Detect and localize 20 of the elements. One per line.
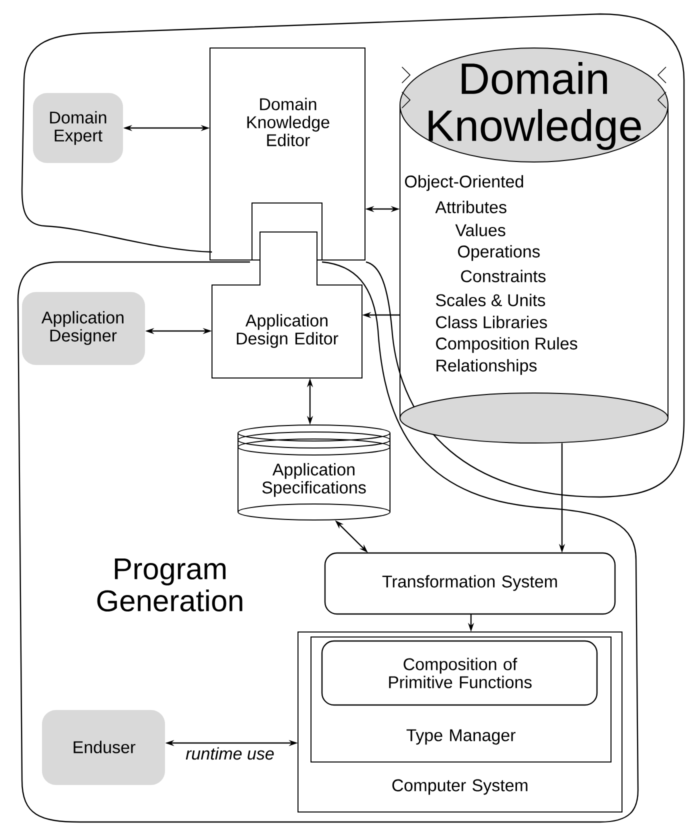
actor-box: Application Designer [22, 292, 145, 365]
node-label: Constraints [461, 270, 546, 282]
edge-label: runtime use [186, 747, 274, 760]
node-label: Attributes [435, 200, 506, 214]
node-label: Object-Oriented [405, 175, 524, 191]
editor-box: Application Design Editor [212, 232, 362, 378]
node-label: Class Libraries [436, 316, 547, 328]
node-label: Operations [458, 245, 540, 261]
node-label: Relationships [436, 359, 537, 375]
database-cylinder: Domain Knowledge Object-Oriented Attributes Values Operations Constraints Scales & Units Class Libraries Composition Rules Relationships [400, 48, 668, 444]
actor-box: Enduser [42, 710, 165, 785]
process-box: Transformation System [324, 552, 616, 615]
storage-cylinder: Application Specifications [238, 424, 390, 520]
node-label: Composition Rules [436, 337, 578, 353]
node-label: Scales & Units [436, 294, 546, 306]
actor-box: Domain Expert [33, 93, 123, 163]
process-box: Composition of Primitive Functions [321, 640, 598, 706]
editor-box: Domain Knowledge Editor [210, 48, 366, 260]
node-label: Application Specifications [262, 463, 366, 497]
node-label: Values [455, 224, 506, 236]
